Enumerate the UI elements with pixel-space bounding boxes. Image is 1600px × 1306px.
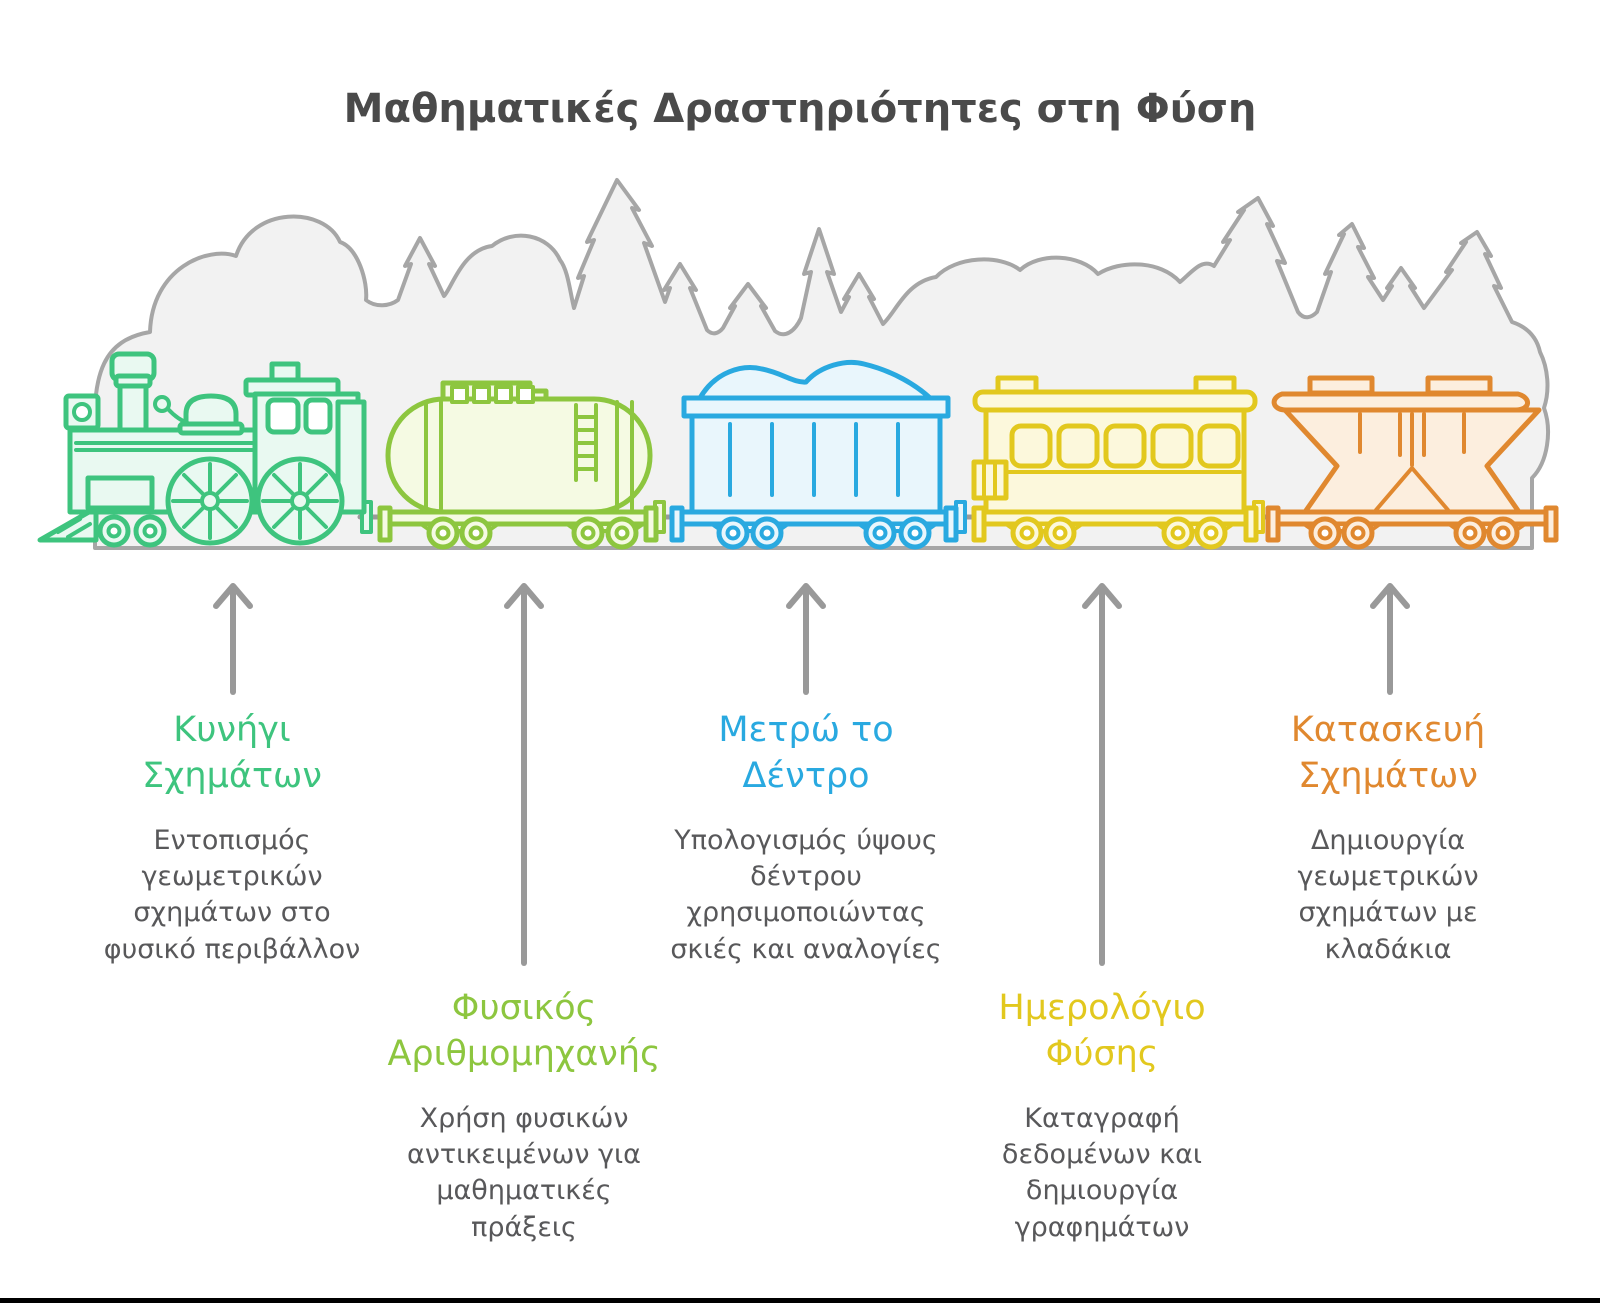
activity-description: Εντοπισμός γεωμετρικών σχημάτων στο φυσι… [103, 825, 361, 965]
arrows [213, 583, 1410, 966]
wagon-tank-car [377, 380, 659, 550]
arrow-activity-2 [504, 583, 544, 966]
activity-label-natural-calculator: Φυσικός Αριθμομηχανής Χρήση φυσικών αντι… [374, 986, 674, 1246]
activity-heading: Κατασκευή Σχημάτων [1290, 710, 1486, 796]
arrow-activity-4 [1082, 583, 1122, 966]
arrow-activity-5 [1370, 583, 1410, 695]
passenger-car-windows [1009, 423, 1241, 469]
activity-description: Υπολογισμός ύψους δέντρου χρησιμοποιώντα… [670, 825, 942, 965]
activity-heading: Ημερολόγιο Φύσης [998, 988, 1206, 1074]
wagon-hopper-car [1265, 375, 1559, 550]
arrow-activity-3 [786, 583, 826, 695]
activity-description: Χρήση φυσικών αντικειμένων για μαθηματικ… [407, 1103, 641, 1243]
activity-heading: Μετρώ το Δέντρο [718, 710, 894, 796]
locomotive-drive-wheels [165, 456, 345, 546]
bottom-border-bar [0, 1298, 1600, 1303]
arrow-activity-1 [213, 583, 253, 695]
activity-description: Καταγραφή δεδομένων και δημιουργία γραφη… [1001, 1103, 1203, 1243]
activity-label-measure-tree: Μετρώ το Δέντρο Υπολογισμός ύψους δέντρο… [666, 708, 946, 968]
tank-car-windows [450, 385, 535, 404]
activity-heading: Φυσικός Αριθμομηχανής [387, 988, 661, 1074]
tank-car-ladder [574, 403, 598, 482]
gondola-load-mound [697, 359, 933, 401]
activity-label-shape-hunt: Κυνήγι Σχημάτων Εντοπισμός γεωμετρικών σ… [101, 708, 363, 968]
activity-label-nature-journal: Ημερολόγιο Φύσης Καταγραφή δεδομένων και… [977, 986, 1227, 1246]
wagon-gondola-car [669, 359, 959, 550]
wagon-passenger-car [971, 375, 1259, 550]
activity-label-build-shapes: Κατασκευή Σχημάτων Δημιουργία γεωμετρικώ… [1263, 708, 1513, 968]
activity-heading: Κυνήγι Σχημάτων [142, 710, 322, 796]
activity-description: Δημιουργία γεωμετρικών σχημάτων με κλαδά… [1297, 825, 1479, 965]
wagon-steam-locomotive [37, 351, 367, 548]
page-title: Μαθηματικές Δραστηριότητες στη Φύση [343, 86, 1257, 132]
